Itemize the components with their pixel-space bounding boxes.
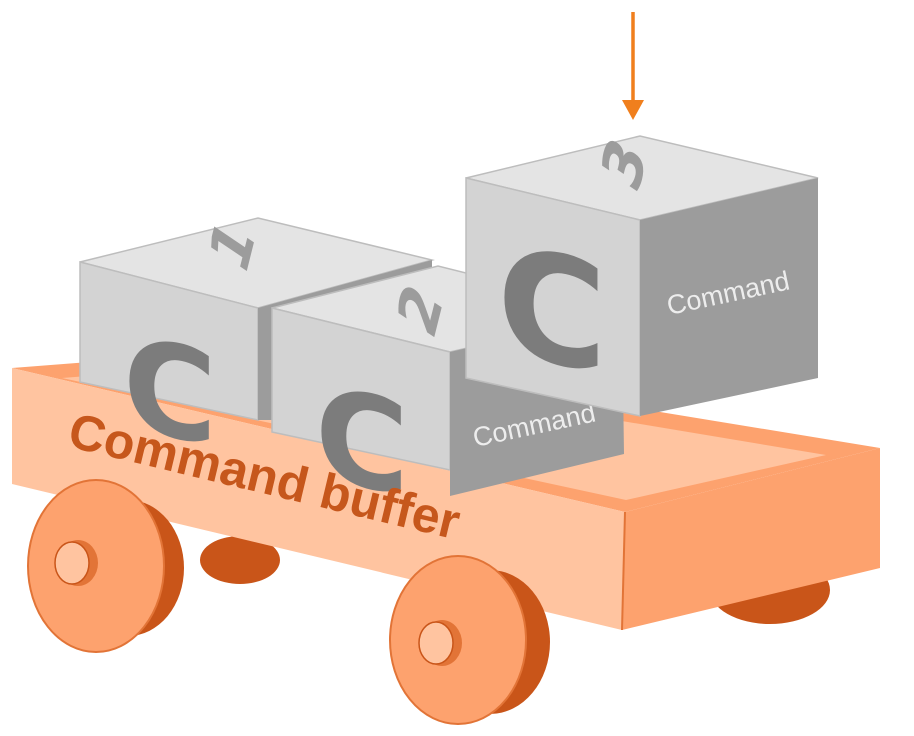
front-left-wheel xyxy=(27,479,184,653)
front-right-wheel xyxy=(389,555,550,725)
block-3-letter: C xyxy=(497,211,607,409)
block-2-letter: C xyxy=(315,357,409,526)
block-1-letter: C xyxy=(123,307,217,476)
down-arrow-icon xyxy=(622,12,644,120)
command-block-3: 3 C Command xyxy=(465,125,819,417)
